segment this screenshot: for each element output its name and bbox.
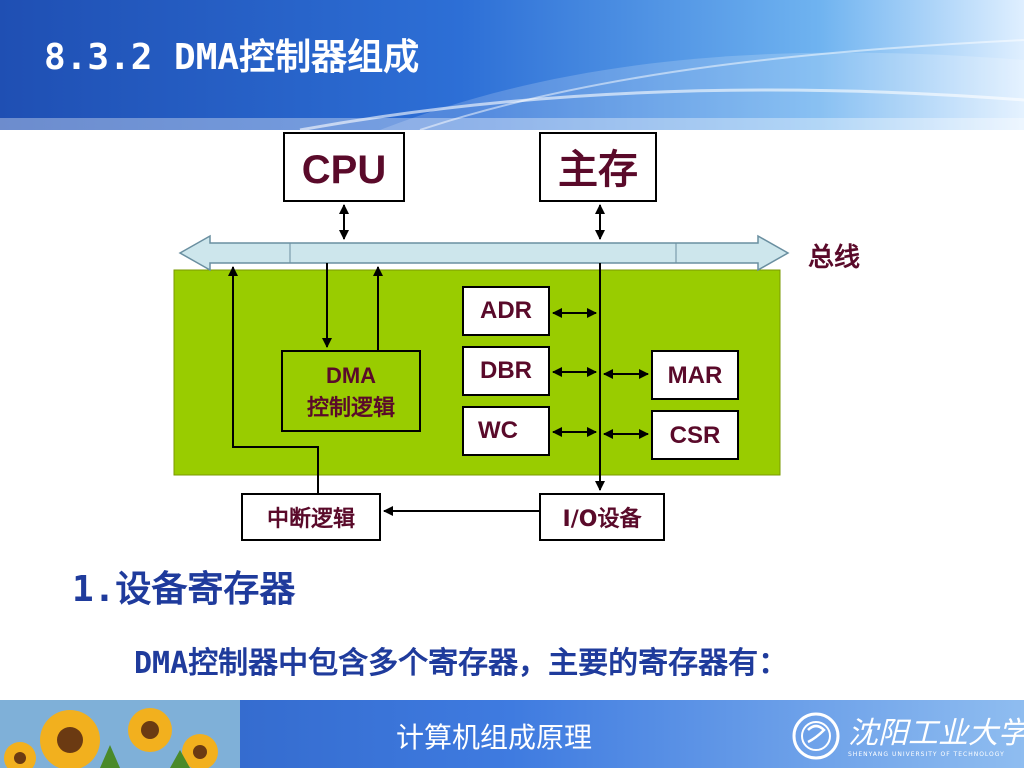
interrupt-logic-box: [241, 493, 381, 541]
section-heading: 1.设备寄存器: [72, 560, 295, 612]
university-name-cn: 沈阳工业大学: [848, 716, 1024, 751]
dma-controller-diagram: 总线 CPU 主存 ADR DBR WC MAR CSR DMA 控制逻辑 中断…: [173, 132, 860, 541]
body-rest: 控制器中包含多个寄存器，主要的寄存器有：: [188, 646, 789, 681]
section-title: 设备寄存器: [115, 569, 296, 610]
header-decoration: [0, 39, 1024, 130]
interrupt-to-bus: [228, 266, 319, 494]
interrupt-logic-label: 中断逻辑: [267, 506, 355, 532]
io-device-box: [539, 493, 665, 541]
slide-header: [0, 0, 1024, 130]
body-prefix: DMA: [134, 646, 189, 681]
section-number: 1.: [72, 569, 116, 610]
csr-register: [651, 410, 739, 460]
university-logo: [792, 712, 840, 760]
bus-label: 总线: [808, 243, 860, 273]
system-bus: [178, 234, 790, 272]
dma-logic-line2: 控制逻辑: [307, 395, 395, 421]
dma-logic-line1: DMA: [326, 363, 376, 388]
mar-label: MAR: [668, 362, 723, 389]
csr-label: CSR: [670, 422, 721, 449]
adr-label: ADR: [480, 297, 532, 324]
dbr-label: DBR: [480, 357, 532, 384]
university-name-en: SHENYANG UNIVERSITY OF TECHNOLOGY: [848, 751, 1005, 758]
page-title: 8.3.2 DMA控制器组成: [44, 37, 420, 78]
body-text: DMA控制器中包含多个寄存器，主要的寄存器有：: [134, 638, 788, 682]
memory-box: [539, 132, 657, 202]
memory-label: 主存: [558, 147, 638, 193]
io-device-label: I/O设备: [563, 506, 643, 532]
sunflower-decoration: [0, 700, 240, 768]
course-title: 计算机组成原理: [396, 721, 593, 754]
cpu-box: [283, 132, 405, 202]
adr-register: [462, 286, 550, 336]
mar-register: [651, 350, 739, 400]
cpu-label: CPU: [302, 148, 386, 192]
dma-control-logic-box: [281, 350, 421, 432]
wc-label: WC: [478, 417, 518, 444]
wc-register: [462, 406, 550, 456]
dbr-register: [462, 346, 550, 396]
